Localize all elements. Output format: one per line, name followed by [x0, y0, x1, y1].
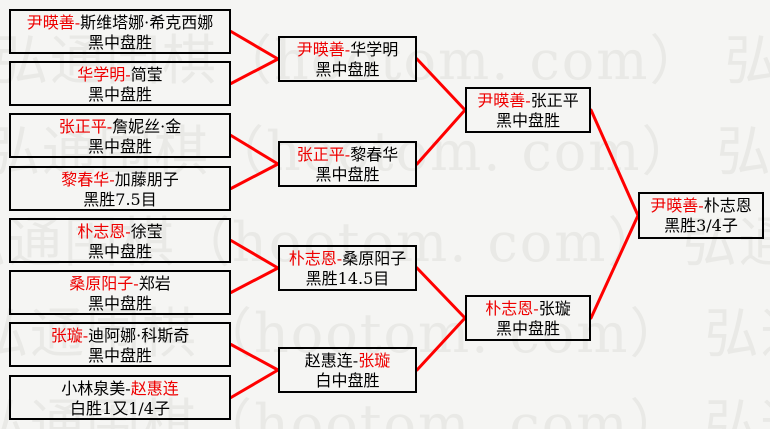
player-second: 迪阿娜·科斯奇 [88, 326, 190, 345]
player-first: 赵惠连- [304, 351, 359, 370]
player-second: 黎春华 [350, 145, 399, 164]
player-second: 赵惠连 [130, 379, 179, 398]
player-first: 尹暎善- [477, 91, 531, 110]
player-first: 朴志恩- [485, 299, 539, 318]
match-result: 黑中盘胜 [87, 242, 152, 261]
match-result: 黑中盘胜 [87, 85, 152, 104]
player-first: 尹暎善- [26, 13, 81, 32]
match-box-r1m4: 黎春华-加藤朋子 黑胜7.5目 [9, 166, 231, 211]
match-box-semifinal-1: 尹暎善-张正平 黑中盘胜 [465, 87, 591, 133]
player-first: 张正平- [296, 145, 351, 164]
connector-line [229, 368, 280, 399]
player-first: 张正平- [58, 117, 113, 136]
match-players: 张正平-詹妮丝·金 [11, 117, 229, 137]
player-second: 詹妮丝·金 [112, 117, 182, 136]
match-players: 张正平-黎春华 [280, 145, 415, 165]
match-box-r2m1: 尹暎善-华学明 黑中盘胜 [278, 36, 417, 82]
match-box-final: 尹暎善-朴志恩 黑胜3/4子 [638, 192, 764, 239]
match-box-r1m2: 华学明-简莹 黑中盘胜 [9, 61, 231, 106]
match-box-semifinal-2: 朴志恩-张璇 黑中盘胜 [465, 295, 591, 341]
match-result: 黑中盘胜 [315, 60, 380, 79]
match-players: 张璇-迪阿娜·科斯奇 [11, 326, 229, 346]
player-second: 加藤朋子 [114, 170, 179, 189]
match-result: 黑中盘胜 [87, 137, 152, 156]
player-first: 桑原阳子- [69, 274, 139, 293]
match-box-r2m4: 赵惠连-张璇 白中盘胜 [278, 347, 417, 393]
match-result: 黑中盘胜 [87, 346, 152, 365]
player-second: 郑岩 [138, 274, 171, 293]
player-first: 黎春华- [61, 170, 115, 189]
match-box-r1m5: 朴志恩-徐莹 黑中盘胜 [9, 218, 231, 263]
connector-line [415, 266, 467, 320]
connector-line [229, 239, 280, 270]
connector-line [229, 134, 280, 166]
watermark-row: 弘通围棋（hootom. com） 弘通围棋（hootom. com） [0, 393, 770, 429]
connector-line [229, 343, 280, 372]
player-first: 张璇- [50, 326, 89, 345]
connector-line [589, 108, 640, 217]
match-players: 朴志恩-徐莹 [11, 222, 229, 242]
match-result: 黑中盘胜 [87, 294, 152, 313]
player-second: 华学明 [350, 40, 399, 59]
watermark-row: 弘通围棋（hootom. com） 弘通围棋（hootom. com） [0, 120, 770, 183]
match-players: 尹暎善-斯维塔娜·希克西娜 [11, 13, 229, 33]
player-second: 朴志恩 [703, 196, 752, 215]
match-players: 尹暎善-张正平 [467, 91, 589, 111]
match-result: 黑胜7.5目 [83, 190, 157, 209]
match-box-r1m1: 尹暎善-斯维塔娜·希克西娜 黑中盘胜 [9, 9, 231, 54]
connector-line [589, 214, 640, 320]
connector-line [229, 57, 280, 85]
match-result: 黑中盘胜 [495, 111, 560, 130]
match-players: 黎春华-加藤朋子 [11, 170, 229, 190]
match-box-r1m3: 张正平-詹妮丝·金 黑中盘胜 [9, 113, 231, 158]
match-box-r2m3: 朴志恩-桑原阳子 黑胜14.5目 [278, 245, 417, 291]
match-players: 华学明-简莹 [11, 65, 229, 85]
match-box-r1m7: 张璇-迪阿娜·科斯奇 黑中盘胜 [9, 322, 231, 367]
match-players: 桑原阳子-郑岩 [11, 274, 229, 294]
player-second: 桑原阳子 [342, 249, 407, 268]
connector-line [415, 316, 467, 372]
match-players: 尹暎善-华学明 [280, 40, 415, 60]
match-players: 尹暎善-朴志恩 [640, 196, 762, 216]
player-second: 张璇 [358, 351, 391, 370]
match-result: 黑中盘胜 [87, 33, 152, 52]
match-result: 黑中盘胜 [315, 165, 380, 184]
player-second: 张正平 [530, 91, 579, 110]
match-result: 白胜1又1/4子 [70, 399, 170, 418]
match-result: 黑胜3/4子 [664, 216, 738, 235]
player-first: 朴志恩- [288, 249, 343, 268]
match-box-r1m6: 桑原阳子-郑岩 黑中盘胜 [9, 270, 231, 315]
player-second: 简莹 [130, 65, 163, 84]
connector-line [415, 57, 467, 112]
match-box-r1m8: 小林泉美-赵惠连 白胜1又1/4子 [9, 375, 231, 420]
player-second: 斯维塔娜·希克西娜 [80, 13, 214, 32]
player-second: 张璇 [538, 299, 571, 318]
match-result: 黑胜14.5目 [305, 269, 390, 288]
player-first: 尹暎善- [296, 40, 351, 59]
match-players: 朴志恩-张璇 [467, 299, 589, 319]
player-first: 尹暎善- [650, 196, 704, 215]
player-first: 小林泉美- [61, 379, 131, 398]
connector-line [229, 162, 280, 190]
player-second: 徐莹 [130, 222, 163, 241]
connector-line [229, 266, 280, 294]
match-players: 赵惠连-张璇 [280, 351, 415, 371]
match-players: 小林泉美-赵惠连 [11, 379, 229, 399]
watermark-row: 弘通围棋（hootom. com） 弘通围棋（hootom. com） [0, 29, 770, 92]
connector-line [229, 30, 280, 61]
player-first: 朴志恩- [77, 222, 131, 241]
match-result: 黑中盘胜 [495, 319, 560, 338]
match-result: 白中盘胜 [315, 371, 380, 390]
match-players: 朴志恩-桑原阳子 [280, 249, 415, 269]
connector-line [415, 108, 467, 166]
match-box-r2m2: 张正平-黎春华 黑中盘胜 [278, 141, 417, 187]
player-first: 华学明- [77, 65, 131, 84]
